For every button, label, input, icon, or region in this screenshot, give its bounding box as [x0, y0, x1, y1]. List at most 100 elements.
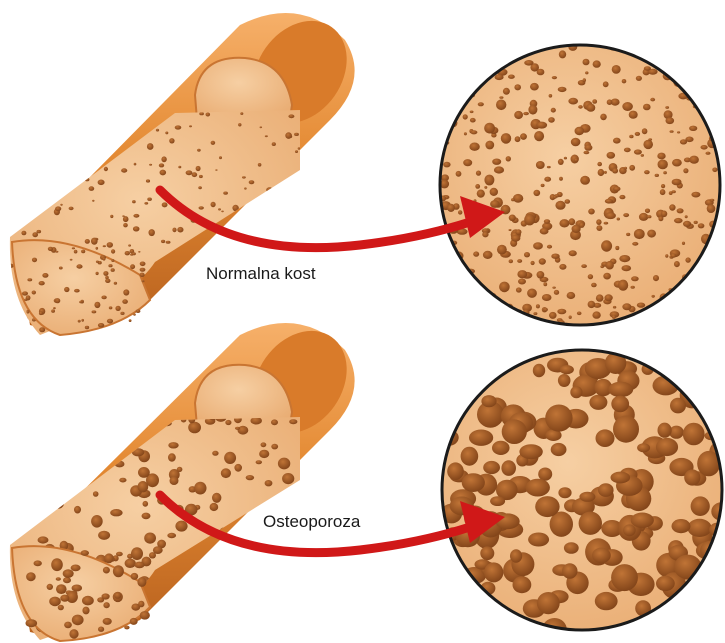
pore [618, 280, 628, 291]
pore [61, 134, 68, 140]
pore [121, 168, 127, 172]
pore [278, 458, 290, 470]
pore [552, 287, 555, 289]
pore [138, 481, 149, 492]
pore [662, 310, 669, 316]
pore [285, 132, 292, 139]
pore [570, 386, 582, 398]
pore [600, 114, 607, 121]
pore [49, 418, 55, 422]
pore [502, 419, 527, 444]
pore [658, 423, 672, 438]
pore [444, 288, 448, 291]
pore [212, 451, 218, 456]
pore [60, 204, 62, 206]
pore [514, 111, 523, 119]
pore [81, 319, 84, 322]
pore [708, 53, 719, 64]
pore [155, 637, 165, 643]
pore [82, 596, 94, 606]
pore [51, 486, 59, 493]
pore [211, 141, 216, 145]
pore [27, 278, 32, 281]
pore [184, 594, 190, 600]
pore [98, 323, 104, 328]
pore [483, 461, 500, 474]
pore [129, 319, 132, 322]
pore [271, 579, 284, 590]
osteo-zoom-circle [436, 342, 725, 641]
pore [166, 241, 171, 244]
pore [549, 312, 557, 319]
pore [258, 163, 262, 167]
pore [23, 317, 28, 322]
pore [499, 61, 503, 64]
pore [619, 255, 630, 262]
pore [503, 88, 510, 95]
pore [32, 291, 36, 295]
pore [596, 225, 602, 231]
pore [71, 428, 77, 432]
pore [21, 180, 28, 186]
pore [492, 48, 498, 54]
pore [631, 286, 635, 289]
pore [579, 512, 602, 535]
pore [42, 273, 48, 278]
pore [465, 69, 473, 76]
pore [130, 417, 143, 428]
pore [299, 198, 304, 203]
pore [97, 135, 102, 140]
pore [84, 164, 91, 170]
pore [41, 432, 53, 445]
pore [451, 62, 458, 68]
pore [15, 204, 19, 208]
pore [89, 186, 95, 191]
pore [604, 294, 612, 301]
pore [271, 573, 283, 585]
pore [134, 562, 144, 569]
pore [516, 287, 522, 292]
pore [97, 418, 103, 421]
pore [543, 308, 548, 312]
pore [81, 250, 85, 254]
pore [289, 419, 297, 424]
pore [225, 293, 232, 299]
pore [295, 150, 298, 153]
pore [473, 251, 479, 256]
pore [177, 299, 183, 306]
pore [265, 480, 273, 486]
pore [162, 202, 168, 207]
pore [63, 569, 74, 578]
pore [101, 421, 112, 432]
pore [103, 618, 112, 625]
pore [55, 298, 60, 303]
pore [5, 530, 15, 537]
pore [280, 595, 290, 604]
pore [235, 427, 240, 430]
pore [122, 215, 125, 217]
pore [26, 572, 36, 581]
pore [685, 215, 688, 218]
pore [559, 219, 569, 227]
pore [686, 297, 691, 300]
pore [119, 478, 126, 483]
pore [271, 444, 278, 450]
pore [104, 167, 108, 171]
pore [672, 179, 682, 186]
pore [541, 184, 545, 187]
pore [110, 637, 116, 643]
pore [246, 475, 254, 480]
pore [464, 55, 467, 57]
pore [284, 222, 289, 226]
pore [496, 100, 506, 111]
pore [52, 184, 57, 189]
pore [601, 240, 612, 251]
pore [7, 613, 15, 622]
pore [691, 351, 711, 365]
pore [549, 94, 553, 98]
pore [172, 228, 176, 233]
pore [175, 521, 187, 532]
pore [605, 199, 613, 204]
pore [103, 257, 106, 260]
pore [677, 131, 680, 133]
